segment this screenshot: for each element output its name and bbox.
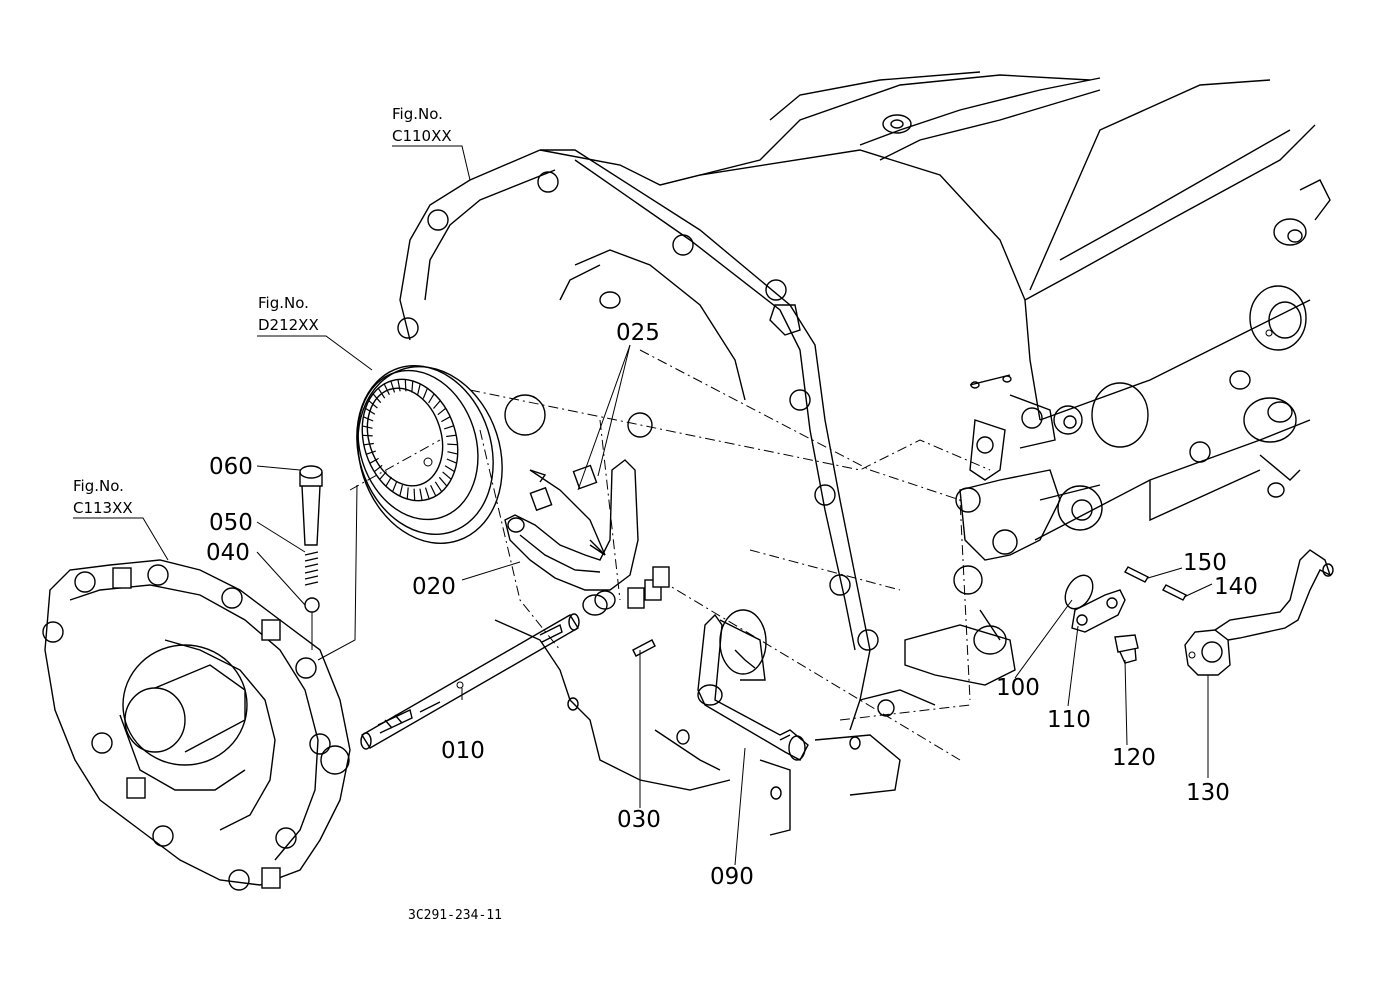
figure-ref-c110xx: Fig.No. C110XX: [392, 105, 452, 145]
fig-ref-code: C110XX: [392, 127, 452, 145]
gear-tooth: [417, 383, 421, 396]
gear-tooth: [419, 488, 423, 501]
part-label-090: 090: [710, 864, 754, 890]
gear-tooth: [406, 487, 409, 500]
gear-tooth: [447, 451, 458, 455]
gear-tooth: [441, 416, 451, 423]
gear-tooth: [411, 380, 414, 393]
gear-tooth: [444, 465, 455, 473]
ring-gear: [356, 365, 503, 544]
spring-pin: [632, 639, 656, 657]
gear-tooth: [428, 393, 435, 404]
part-label-100: 100: [996, 675, 1040, 701]
part-label-110: 110: [1047, 707, 1091, 733]
gear-tooth: [362, 434, 373, 437]
shift-lever: [1184, 549, 1334, 676]
gear-tooth: [368, 400, 378, 409]
front-cover: [42, 559, 351, 891]
leader-lines: [73, 145, 1213, 866]
figure-ref-d212xx: Fig.No. D212XX: [258, 294, 319, 334]
drawing-code: 3C291-234-11: [408, 908, 502, 923]
part-label-020: 020: [412, 574, 456, 600]
gear-tooth: [383, 383, 390, 396]
shift-fork: [504, 459, 670, 616]
gear-tooth: [366, 450, 376, 455]
gear-tooth: [369, 457, 379, 464]
gear-tooth: [430, 484, 437, 497]
gear-tooth: [433, 400, 441, 409]
gear-tooth: [365, 407, 376, 415]
gear-tooth: [404, 379, 407, 392]
part-label-010: 010: [441, 738, 485, 764]
fig-ref-code: D212XX: [258, 316, 319, 334]
part-label-130: 130: [1186, 780, 1230, 806]
shift-arm: [697, 613, 809, 761]
gear-tooth: [442, 471, 452, 480]
part-label-120: 120: [1112, 745, 1156, 771]
fig-ref-label: Fig.No.: [258, 294, 309, 312]
fig-ref-code: C113XX: [73, 499, 133, 517]
fig-ref-label: Fig.No.: [392, 105, 443, 123]
part-label-150: 150: [1183, 550, 1227, 576]
part-label-030: 030: [617, 807, 661, 833]
gear-tooth: [434, 481, 443, 493]
gear-tooth: [446, 434, 457, 438]
gear-tooth: [390, 380, 396, 393]
gear-tooth: [438, 476, 448, 487]
transmission-housing: [349, 71, 1331, 836]
shift-shaft: [360, 613, 580, 750]
gear-tooth: [444, 425, 454, 430]
part-label-140: 140: [1214, 574, 1258, 600]
seal-and-plate: [1064, 574, 1139, 664]
part-label-060: 060: [209, 454, 253, 480]
figure-ref-c113xx: Fig.No. C113XX: [73, 477, 133, 517]
gear-tooth: [373, 464, 383, 473]
gear-tooth: [413, 488, 416, 501]
gear-tooth: [385, 476, 392, 487]
gear-tooth: [399, 484, 403, 497]
gear-tooth: [447, 443, 458, 446]
gear-tooth: [362, 425, 373, 429]
fig-ref-label: Fig.No.: [73, 477, 124, 495]
roll-pins: [1124, 566, 1187, 601]
gear-tooth: [397, 379, 401, 392]
gear-tooth: [379, 471, 387, 480]
gear-tooth: [422, 388, 428, 399]
gear-tooth: [424, 487, 430, 500]
detent-assembly: [299, 465, 323, 650]
part-label-050: 050: [209, 510, 253, 536]
gear-tooth: [437, 407, 447, 416]
gear-tooth: [363, 416, 374, 422]
gear-tooth: [372, 393, 382, 404]
part-label-025: 025: [616, 320, 660, 346]
gear-tooth: [392, 481, 398, 492]
gear-tooth: [363, 442, 374, 446]
part-label-040: 040: [206, 540, 250, 566]
gear-tooth: [377, 387, 386, 399]
gear-tooth: [446, 458, 457, 464]
